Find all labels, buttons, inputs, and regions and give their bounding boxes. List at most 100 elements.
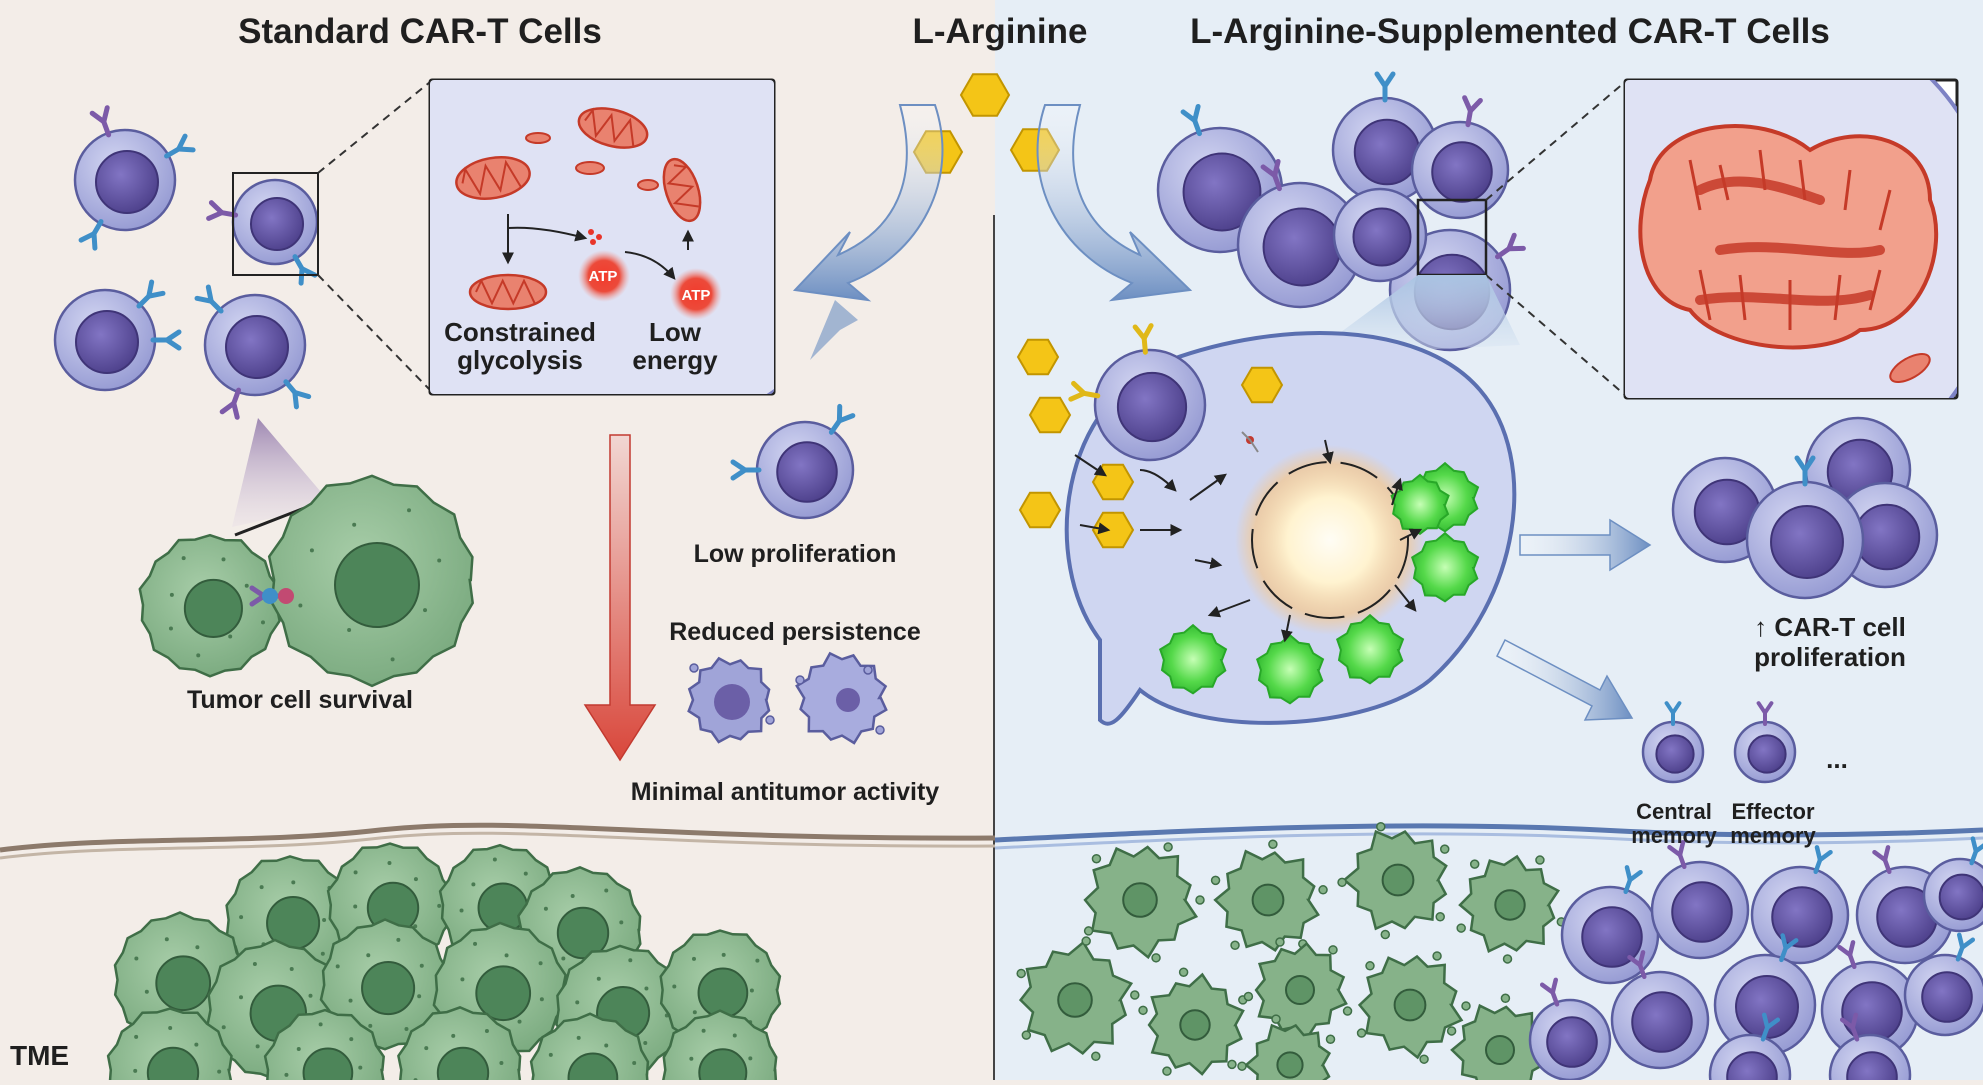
apoptotic-fragment [1268,839,1278,849]
tumor-granule [644,986,649,991]
tumor-cell-small [138,533,281,678]
low-proliferation-label: Low proliferation [693,540,897,568]
tumor-granule [308,993,313,998]
tumor-nucleus [334,542,420,628]
l-arginine-hexagon [1016,338,1060,376]
receptor-arm-right [1847,940,1856,958]
tumor-body [263,1008,386,1085]
receptor-arm-right [101,105,110,125]
mitochondrion-icon [577,107,649,149]
central-memory-cell [1641,701,1705,784]
tumor-granule [353,904,358,909]
cell-debris [765,715,775,725]
dying-tumor-cell [1138,967,1248,1076]
tme-tumor-cell [397,1006,522,1085]
apoptotic-fragment [1469,859,1480,869]
tumor-granule [460,977,465,982]
cell-nucleus [225,315,289,379]
dying-tumor-cell [1016,936,1140,1062]
l-arginine-hexagon [959,73,1011,117]
zoom-box-left [232,172,319,276]
infiltrating-car-t-cell [1610,950,1710,1070]
tumor-nucleus [475,965,532,1022]
receptor-arm-right [1677,840,1686,858]
tumor-granule [195,945,200,950]
tumor-granule [459,908,464,913]
dying-tumor-cell [1356,951,1471,1064]
receptor-arm-right [1141,323,1154,341]
tumor-granule [543,906,548,911]
tme-tumor-cell [529,1012,650,1085]
flow-arrow [1207,599,1251,618]
l-arginine-hexagon [1240,366,1284,404]
constrained-line-1: Constrained [444,317,596,347]
tumor-granule [570,893,575,898]
car-t-cell-2 [53,279,182,392]
tumor-granule [366,953,371,958]
l-arginine-hexagon [1028,396,1072,434]
car-receptor-icon [219,387,242,420]
atp-particle [596,234,602,240]
tumor-granule [318,1022,323,1027]
tumor-granule [419,963,424,968]
receptor-arm-right [1637,950,1646,968]
tumor-nucleus [146,1046,200,1085]
car-t-cell-r4 [1236,158,1364,309]
dying-tumor-nucleus [1285,975,1315,1005]
receptor-arm-right [1817,849,1833,863]
fragmented-nucleus [714,684,750,720]
infiltrating-car-t-cell [1828,1012,1912,1085]
low-proliferation-cell [730,403,856,520]
tumor-granule [168,626,173,631]
apoptotic-fragment [1318,885,1328,895]
apoptotic-fragment [1328,945,1338,955]
l-arginine-hexagon [1091,511,1135,549]
flow-arrow [624,251,676,280]
car-receptor-icon [1627,950,1647,980]
dying-tumor-nucleus [1485,1035,1515,1065]
cell-nucleus [249,196,305,252]
flow-arrow [1079,522,1111,535]
tumor-granule [387,861,392,866]
car-receptor-icon [730,459,762,481]
tumor-granule [390,657,395,662]
flow-arrow [1322,439,1334,465]
tumor-granule [484,1028,489,1033]
mito-cristae [584,107,635,146]
dying-tumor-nucleus [1122,882,1158,918]
tumor-granule [413,877,418,882]
car-receptor-icon [1374,71,1396,103]
cell-debris [863,665,873,675]
tumor-granule [134,1034,139,1039]
cell-nucleus [1846,1051,1898,1085]
apoptotic-fragment [1081,936,1091,946]
tumor-nucleus [697,967,749,1019]
receptor-arm-right [1670,701,1682,715]
receptor-arm-right [1192,103,1201,123]
tumor-granule [451,1033,456,1038]
apoptotic-fragment [1419,1054,1429,1064]
active-glow-spot [1158,623,1228,695]
inset-right-content [1625,80,1957,398]
apoptotic-fragment [1016,968,1026,979]
apoptotic-fragment [1376,821,1386,832]
constrained-line-2: glycolysis [457,345,583,375]
receptor-arm-right [205,284,214,304]
tumor-granule [471,882,476,887]
dying-tumor-nucleus [1057,982,1093,1018]
low-energy-line-2: energy [632,345,718,375]
tumor-nucleus [556,906,610,960]
cell-nucleus [1747,734,1787,774]
tumor-granule [244,583,249,588]
reduced-persistence-cells [687,651,888,745]
apoptotic-fragment [1227,1059,1237,1070]
tumor-granule [689,1056,694,1061]
receptor-arm-right [1467,97,1483,114]
apoptotic-fragment [1380,929,1391,940]
zoom-line [317,81,431,174]
tumor-granule [517,1019,522,1024]
proliferated-cell-4 [1745,455,1865,600]
tumor-granule [749,988,754,993]
